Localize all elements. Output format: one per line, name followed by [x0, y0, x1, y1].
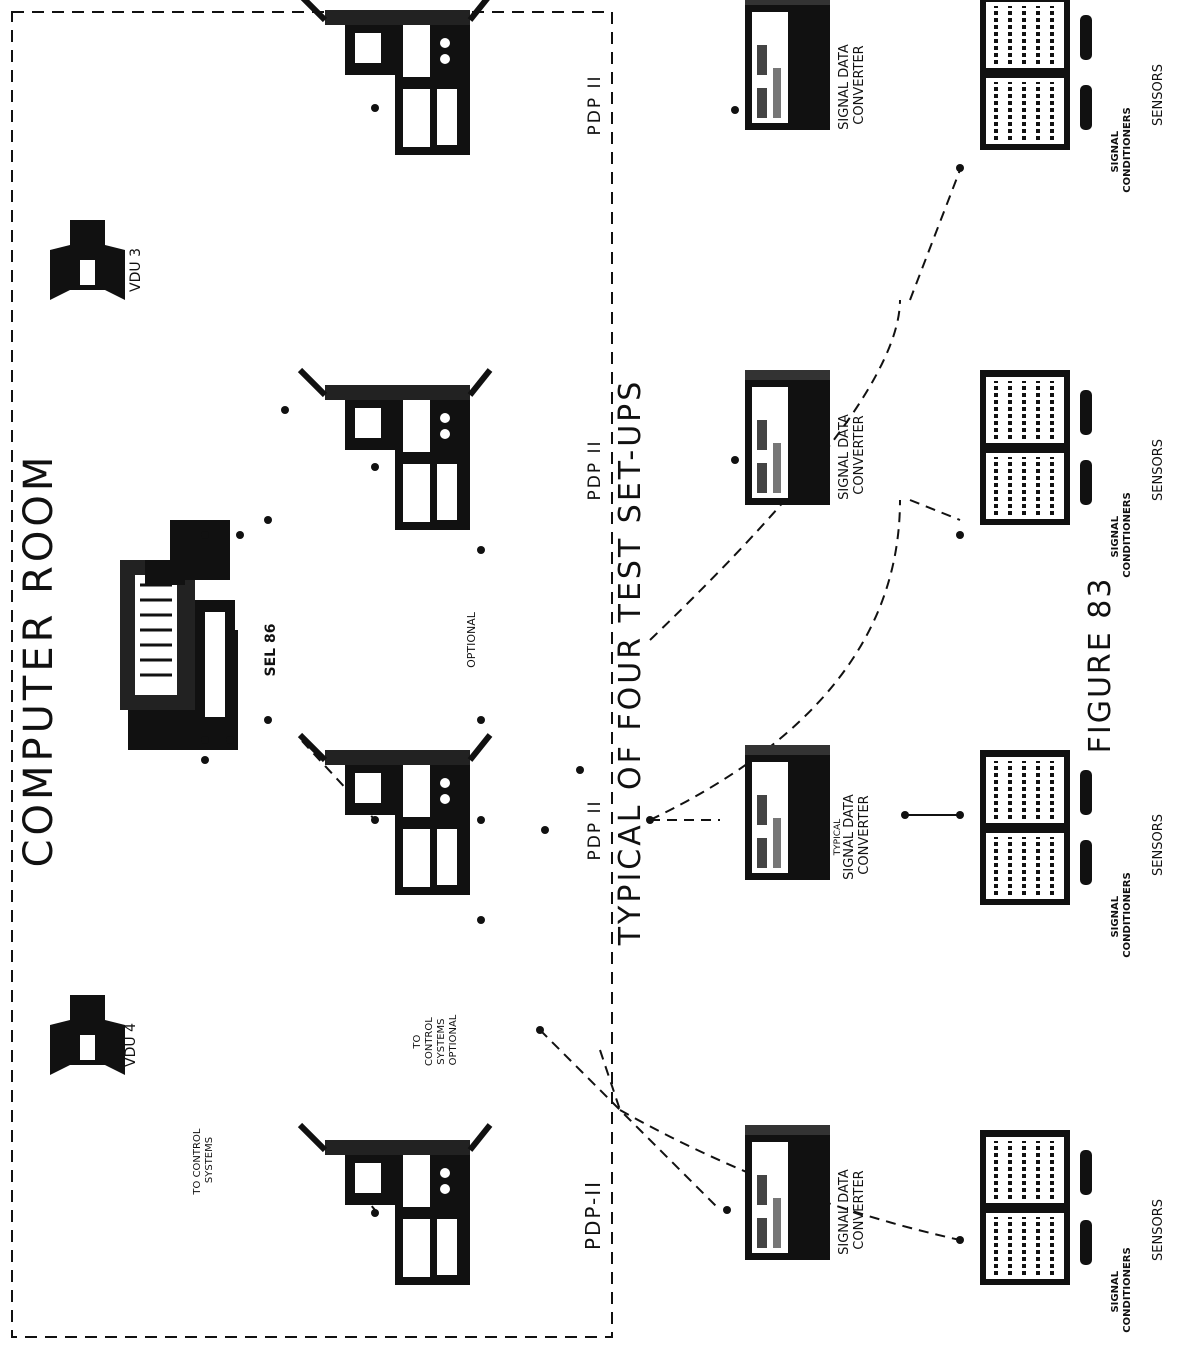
pdp-center-left-label: PDP II [585, 799, 605, 860]
signal-conditioner-rack-2 [980, 750, 1070, 905]
vdu-4-terminal [50, 995, 125, 1075]
vdu-3-terminal [50, 220, 125, 300]
subtitle: TYPICAL OF FOUR TEST SET-UPS [613, 379, 648, 947]
conditioner-4-line-1: SIGNAL [1110, 130, 1121, 172]
converter-3-line-2: CONVERTER [852, 415, 867, 494]
sensors-1-label: SENSORS [1151, 1199, 1166, 1261]
optional-label: OPTIONAL [465, 611, 478, 668]
conditioner-1-line-2: CONDITIONERS [1122, 1247, 1133, 1332]
converter-4-line-1: SIGNAL DATA [837, 44, 852, 130]
converter-3-label: SIGNAL DATA CONVERTER [837, 410, 867, 500]
pdp-ii-workstation-bottom [300, 1125, 490, 1285]
conditioner-2-line-1: SIGNAL [1110, 895, 1121, 937]
signal-conditioner-rack-3 [980, 370, 1070, 525]
pdp-center-right-label: PDP II [585, 439, 605, 500]
sensor-bars-2 [1080, 770, 1092, 885]
signal-conditioner-rack-4 [980, 0, 1070, 150]
converter-3-line-1: SIGNAL DATA [837, 414, 852, 500]
to-control-line-1: TO [412, 1034, 423, 1049]
converter-1-line-2: CONVERTER [852, 1170, 867, 1249]
signal-data-converter-2 [745, 745, 830, 880]
converter-1-line-1: SIGNAL DATA [837, 1169, 852, 1255]
pdp-ii-workstation-center-left [300, 735, 490, 895]
pdp-ii-workstation-center-right [300, 370, 490, 530]
signal-data-converter-4 [745, 0, 830, 130]
to-control-systems-line-1: TO CONTROL [192, 1128, 203, 1195]
to-control-systems-line-2: SYSTEMS [204, 1137, 215, 1183]
signal-conditioner-rack-1 [980, 1130, 1070, 1285]
sel-86-computer [120, 520, 238, 750]
pdp-top-label: PDP II [585, 74, 605, 135]
to-control-line-3: SYSTEMS [436, 1018, 447, 1064]
conditioner-4-line-2: CONDITIONERS [1122, 107, 1133, 192]
converter-4-label: SIGNAL DATA CONVERTER [837, 40, 867, 130]
converter-1-label: SIGNAL DATA CONVERTER [837, 1165, 867, 1255]
converter-2-line-2: SIGNAL DATA [842, 794, 857, 880]
sensor-bars-4 [1080, 15, 1092, 130]
sensors-3-label: SENSORS [1151, 439, 1166, 501]
converter-2-label: TYPICAL SIGNAL DATA CONVERTER [829, 790, 872, 880]
conditioner-2-line-2: CONDITIONERS [1122, 872, 1133, 957]
sel-86-label: SEL 86 [263, 624, 279, 677]
sensors-2-label: SENSORS [1151, 814, 1166, 876]
signal-data-converter-1 [745, 1125, 830, 1260]
to-control-systems-label: TO CONTROL SYSTEMS [192, 1125, 215, 1195]
to-control-line-2: CONTROL [424, 1017, 435, 1066]
conditioner-3-line-1: SIGNAL [1110, 515, 1121, 557]
to-control-systems-optional-label: TO CONTROL SYSTEMS OPTIONAL [412, 1014, 459, 1066]
pdp-bottom-label: PDP-II [581, 1180, 605, 1250]
sensor-bars-3 [1080, 390, 1092, 505]
conditioner-2-label: SIGNAL CONDITIONERS [1110, 872, 1133, 957]
converter-2-line-3: CONVERTER [857, 795, 872, 874]
vdu-3-label: VDU 3 [128, 248, 144, 292]
conditioner-1-line-1: SIGNAL [1110, 1270, 1121, 1312]
sensors-4-label: SENSORS [1151, 64, 1166, 126]
conditioner-1-label: SIGNAL CONDITIONERS [1110, 1247, 1133, 1332]
signal-data-converter-3 [745, 370, 830, 505]
conditioner-3-line-2: CONDITIONERS [1122, 492, 1133, 577]
figure-caption: FIGURE 83 [1083, 577, 1118, 754]
conditioner-4-label: SIGNAL CONDITIONERS [1110, 107, 1133, 192]
to-control-line-4: OPTIONAL [448, 1014, 459, 1065]
title: COMPUTER ROOM [16, 453, 62, 868]
conditioner-3-label: SIGNAL CONDITIONERS [1110, 492, 1133, 577]
converter-4-line-2: CONVERTER [852, 45, 867, 124]
vdu-4-label: VDU 4 [123, 1023, 139, 1067]
pdp-ii-workstation-top [300, 0, 490, 155]
sensor-bars-1 [1080, 1150, 1092, 1265]
